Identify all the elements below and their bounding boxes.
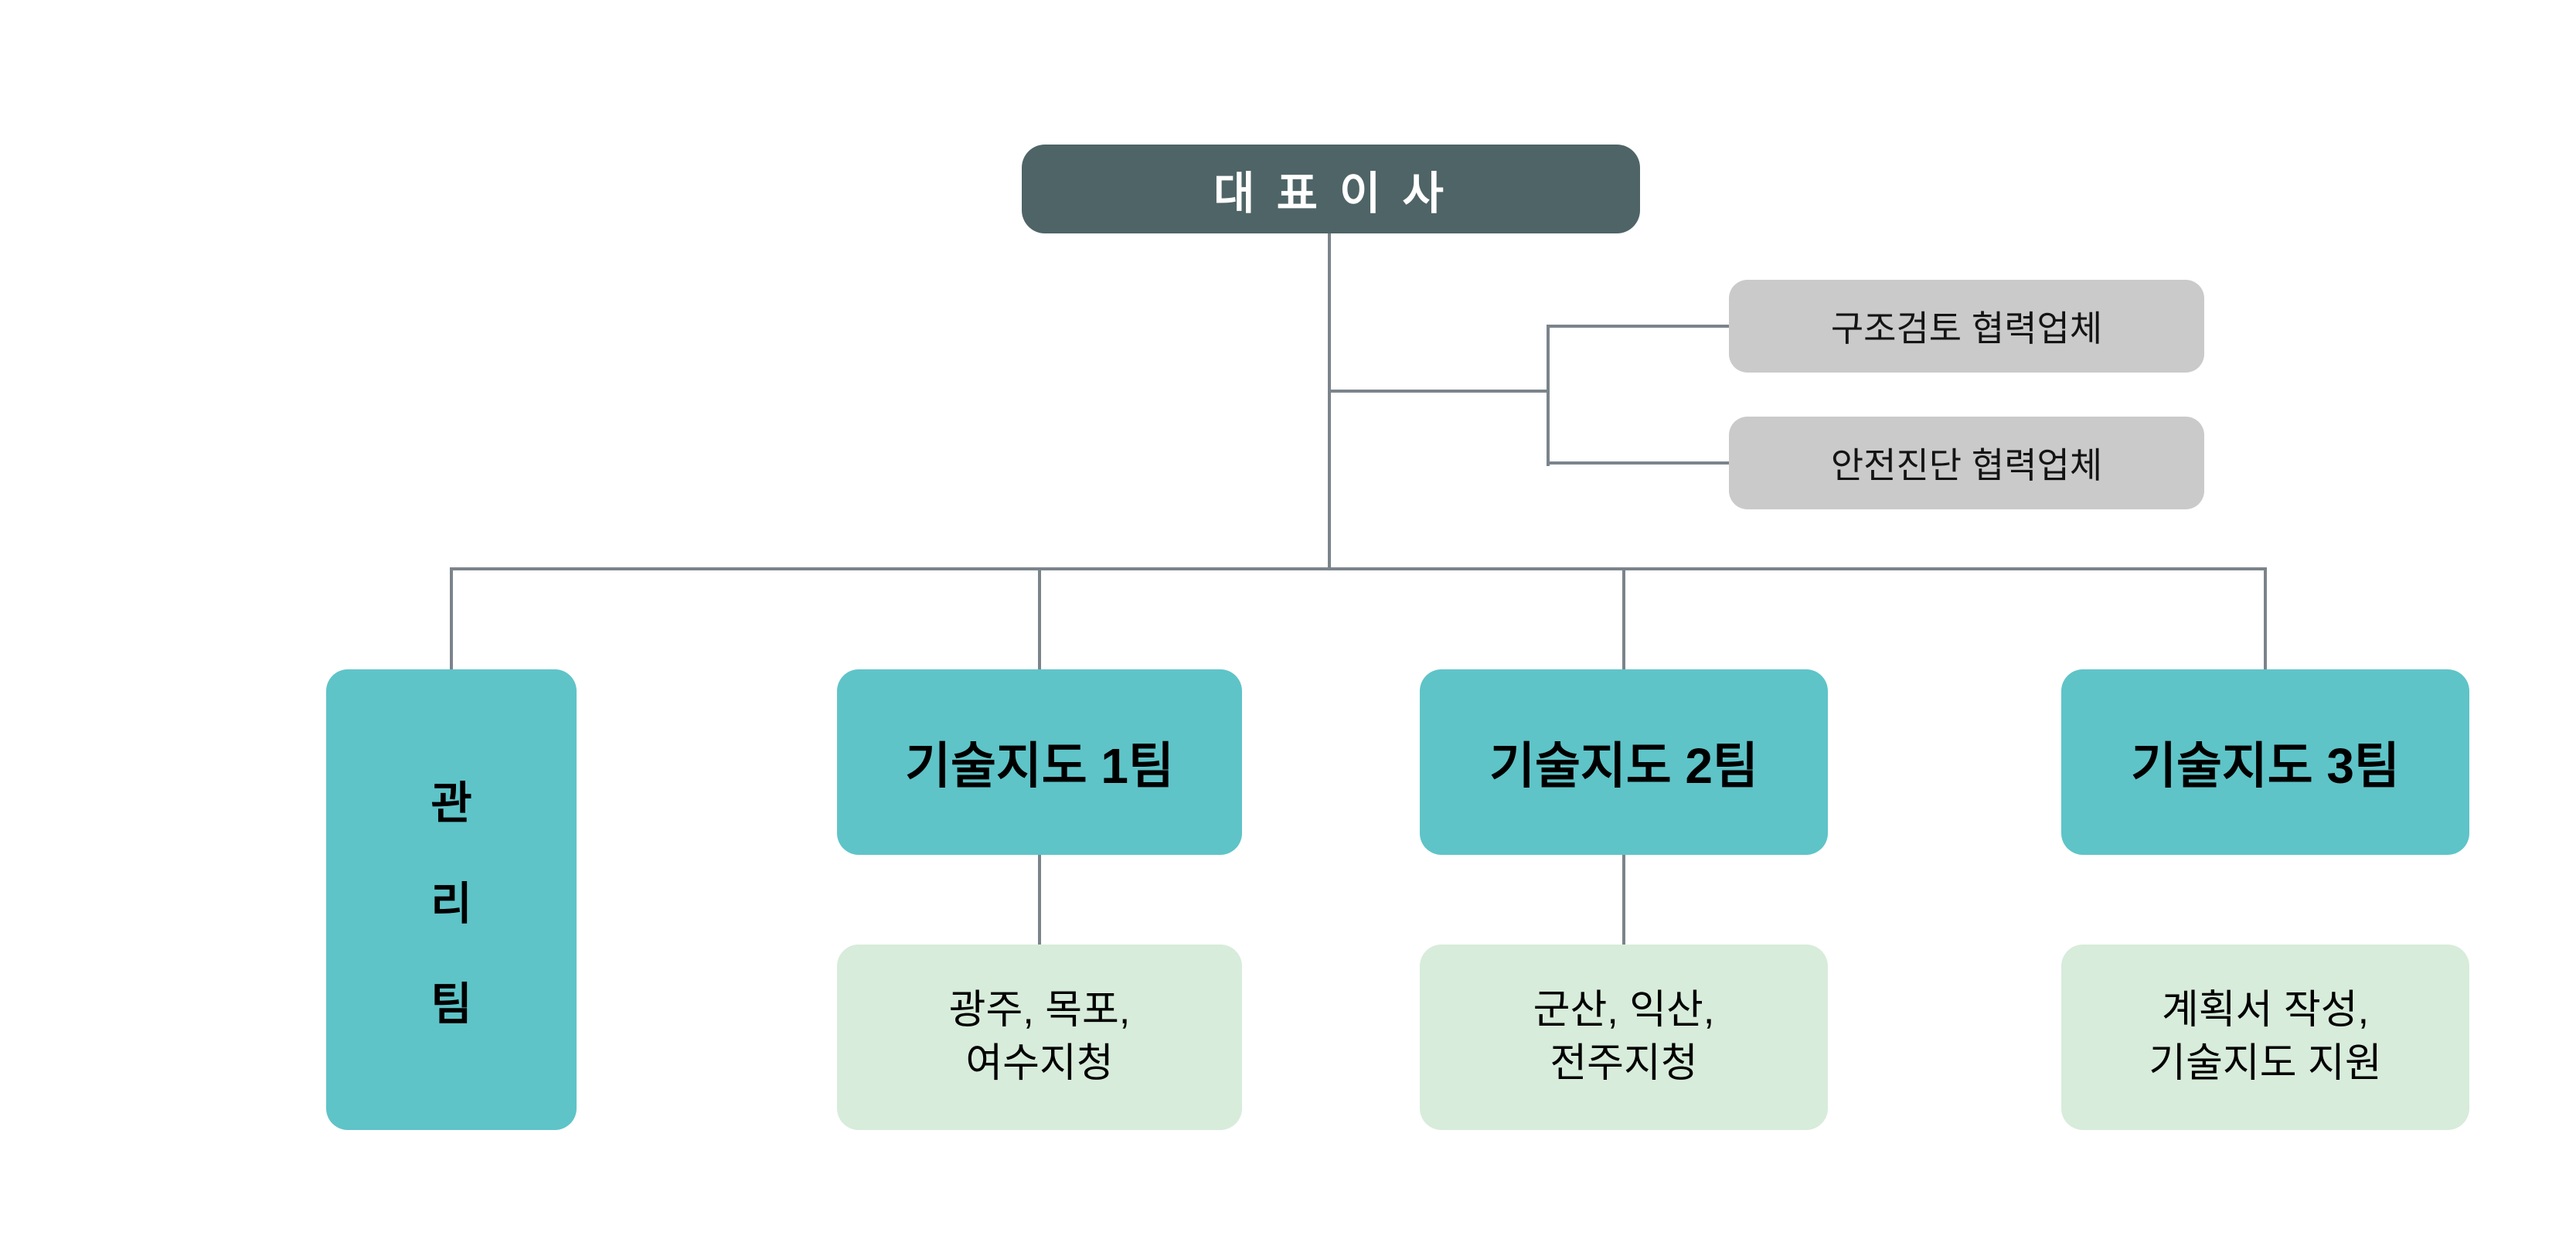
team-3-label: 기술지도 3팀 — [2131, 738, 2400, 794]
connector-team-1-sub — [1038, 855, 1041, 945]
connector-partner-1-horizontal — [1547, 325, 1729, 328]
team-1-box: 기술지도 1팀 — [837, 669, 1242, 855]
team-1-sub-box: 광주, 목포, 여수지청 — [837, 945, 1242, 1130]
connector-partner-branch — [1328, 390, 1550, 393]
ceo-label: 대 표 이 사 — [1213, 168, 1448, 219]
partner-box-structural-review: 구조검토 협력업체 — [1729, 280, 2204, 373]
management-team-char-1: 관 — [430, 778, 472, 829]
partner-box-safety-diagnosis: 안전진단 협력업체 — [1729, 417, 2204, 509]
management-team-char-2: 리 — [430, 879, 472, 929]
team-3-sub-line-1: 계획서 작성, — [2161, 988, 2370, 1033]
team-2-sub-box: 군산, 익산, 전주지청 — [1420, 945, 1828, 1130]
connector-drop-team-2 — [1622, 567, 1625, 669]
connector-team-2-sub — [1622, 855, 1625, 945]
connector-root-vertical — [1328, 232, 1331, 570]
ceo-box: 대 표 이 사 — [1022, 145, 1640, 233]
connector-drop-management-team — [450, 567, 453, 669]
partner-structural-review-label: 구조검토 협력업체 — [1830, 308, 2103, 349]
team-2-sub-line-2: 전주지청 — [1550, 1041, 1698, 1086]
partner-safety-diagnosis-label: 안전진단 협력업체 — [1830, 445, 2103, 485]
team-3-sub-line-2: 기술지도 지원 — [2149, 1041, 2382, 1086]
management-team-char-3: 팀 — [430, 979, 472, 1030]
team-2-sub-line-1: 군산, 익산, — [1533, 988, 1715, 1033]
connector-drop-team-1 — [1038, 567, 1041, 669]
team-2-label: 기술지도 2팀 — [1489, 738, 1758, 794]
connector-partner-2-horizontal — [1547, 461, 1729, 465]
team-3-box: 기술지도 3팀 — [2061, 669, 2469, 855]
team-2-box: 기술지도 2팀 — [1420, 669, 1828, 855]
connector-partner-junction — [1547, 325, 1550, 466]
management-team-box: 관 리 팀 — [326, 669, 577, 1130]
team-1-label: 기술지도 1팀 — [905, 738, 1174, 794]
connector-drop-team-3 — [2264, 567, 2267, 669]
team-1-sub-line-1: 광주, 목포, — [948, 988, 1131, 1033]
connector-main-horizontal — [450, 567, 2267, 570]
team-3-sub-box: 계획서 작성, 기술지도 지원 — [2061, 945, 2469, 1130]
team-1-sub-line-2: 여수지청 — [965, 1041, 1114, 1086]
